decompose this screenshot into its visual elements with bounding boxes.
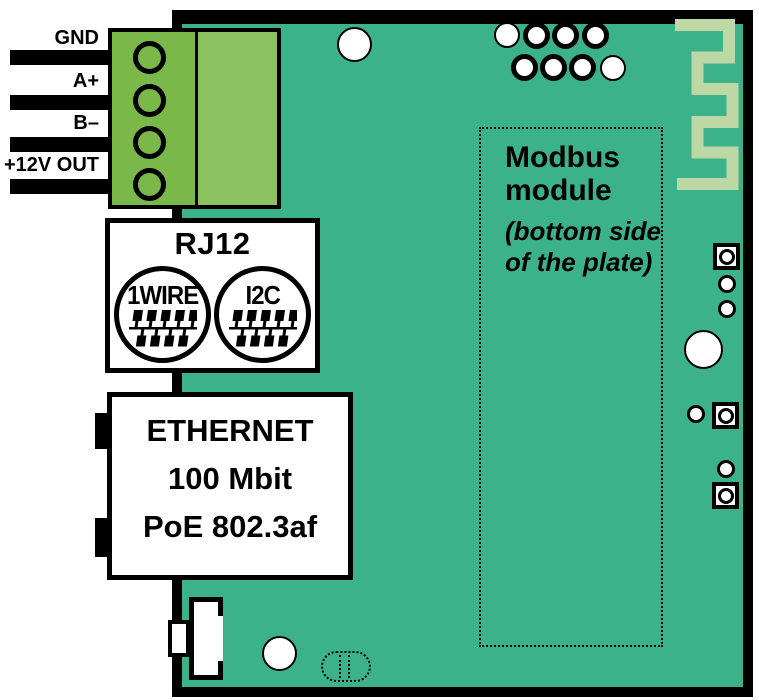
ethernet-tab (95, 413, 109, 449)
port-i2c: I2C (214, 266, 311, 363)
modbus-title-line2: module (505, 174, 612, 207)
modbus-title-line1: Modbus (505, 141, 620, 174)
wire-a-plus (10, 95, 112, 110)
ethernet-line3: PoE 802.3af (142, 509, 318, 544)
ethernet-tab (95, 518, 109, 557)
port-1wire-label: 1WIRE (126, 279, 199, 310)
ethernet-line2: 100 Mbit (167, 461, 293, 496)
mounting-hole (337, 27, 372, 62)
pad-ring (523, 22, 550, 49)
terminal-screw (133, 126, 166, 159)
ethernet-line1: ETHERNET (146, 413, 314, 448)
component-outline-dotted (321, 651, 371, 682)
pin-rows-icon (228, 309, 297, 346)
wire-label-b-minus: B– (73, 112, 99, 134)
mounting-hole (684, 330, 723, 369)
terminal-block-plug (198, 32, 277, 205)
modbus-note-line2: of the plate) (505, 247, 653, 277)
terminal-block-divider (195, 32, 198, 205)
port-1wire: 1WIRE (114, 266, 211, 363)
via-pad (687, 405, 705, 423)
pad-ring (540, 54, 567, 81)
pad-hole (494, 22, 520, 48)
via-pad (718, 300, 736, 318)
modbus-note-line1: (bottom side (505, 216, 661, 246)
pin-rows-icon (128, 309, 197, 346)
pad-hole (718, 248, 735, 265)
terminal-screw (133, 41, 166, 74)
pad-hole (600, 55, 626, 81)
square-pad (712, 482, 739, 509)
wire-label-a-plus: A+ (72, 70, 99, 92)
terminal-screw (133, 84, 166, 117)
wire-b-minus (10, 137, 112, 152)
mounting-hole (262, 636, 297, 671)
square-pad (713, 243, 740, 270)
antenna-trace-icon (675, 19, 739, 190)
ethernet-connector: ETHERNET 100 Mbit PoE 802.3af (107, 392, 353, 580)
via-pad (717, 460, 735, 478)
pad-ring (552, 22, 579, 49)
wire-12v-out (10, 179, 112, 194)
pad-ring (511, 54, 538, 81)
pad-ring (582, 22, 609, 49)
rj12-connector: RJ12 1WIRE I2C (105, 218, 320, 373)
push-button (189, 597, 223, 680)
terminal-block (108, 28, 281, 209)
via-pad (718, 275, 736, 293)
component-outline-line (348, 655, 350, 678)
port-i2c-label: I2C (245, 279, 280, 310)
square-pad (712, 402, 739, 429)
rj12-title: RJ12 (174, 226, 251, 261)
wire-gnd (10, 50, 112, 65)
terminal-screw (133, 168, 166, 201)
modbus-module-label: Modbus module (bottom side of the plate) (505, 141, 661, 278)
wire-label-12v-out: +12V OUT (3, 154, 99, 176)
pad-ring (569, 54, 596, 81)
pad-hole (717, 487, 734, 504)
component-outline-line (339, 655, 341, 678)
button-actuator (168, 620, 190, 657)
pad-hole (717, 407, 734, 424)
wire-label-gnd: GND (54, 27, 99, 49)
modbus-module-outline: Modbus module (bottom side of the plate) (479, 127, 663, 647)
